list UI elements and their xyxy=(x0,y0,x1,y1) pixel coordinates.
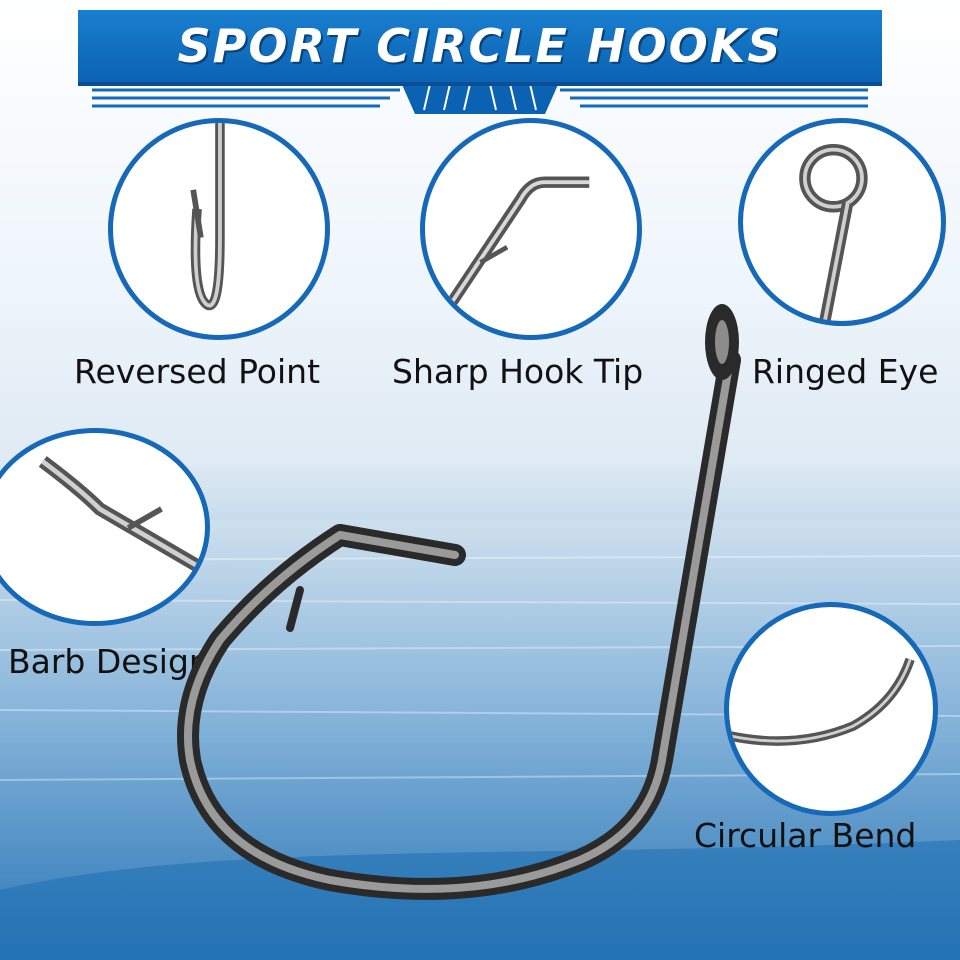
ringed-eye-closeup xyxy=(738,118,946,326)
feature-label-reversed-point: Reversed Point xyxy=(74,352,321,391)
page-title: SPORT CIRCLE HOOKS xyxy=(177,19,783,73)
hook-tip-closeup xyxy=(420,118,642,340)
title-banner: SPORT CIRCLE HOOKS xyxy=(78,10,882,86)
barb-closeup xyxy=(0,428,210,626)
feature-label-barb-design: Barb Design xyxy=(8,642,210,681)
bend-closeup xyxy=(724,602,938,816)
feature-label-sharp-hook-tip: Sharp Hook Tip xyxy=(392,352,644,391)
feature-label-circular-bend: Circular Bend xyxy=(694,816,917,855)
title-decoration xyxy=(92,80,868,114)
feature-label-ringed-eye: Ringed Eye xyxy=(752,352,939,391)
reversed-point-closeup xyxy=(108,118,330,340)
